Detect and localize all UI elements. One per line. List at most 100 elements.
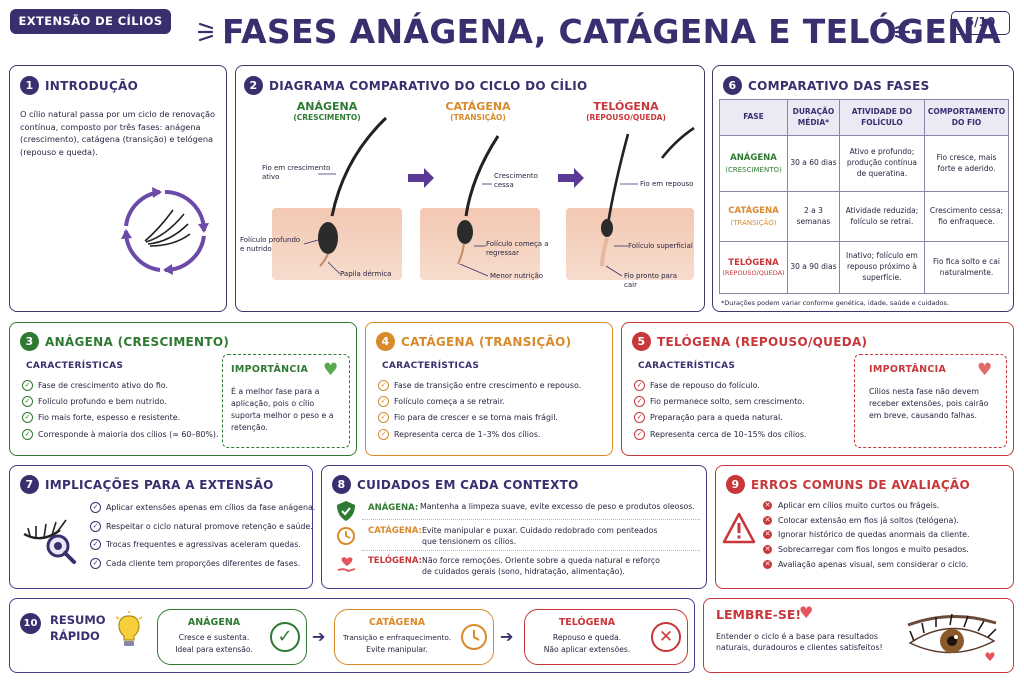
cuidados-title: CUIDADOS EM CADA CONTEXTO	[357, 477, 579, 492]
list-item: ✓Folículo profundo e bem nutrido.	[22, 396, 218, 408]
col-fase: FASE	[719, 99, 788, 136]
sparkle-left-icon	[197, 20, 216, 44]
implic-card: 7 IMPLICAÇÕES PARA A EXTENSÃO ✓Aplicar ex…	[9, 465, 315, 589]
section-number: 10	[20, 613, 41, 634]
section-number: 5	[632, 332, 651, 351]
section-number: 4	[376, 332, 395, 351]
compare-note: *Durações podem variar conforme genética…	[721, 299, 949, 307]
list-item: ✕Aplicar em cílios muito curtos ou fráge…	[762, 500, 970, 512]
erros-card: 9 ERROS COMUNS DE AVALIAÇÃO ✕Aplicar em c…	[715, 465, 1014, 589]
label-menor-nutricao: Menor nutrição	[490, 272, 544, 280]
list-item: ✓Cada cliente tem proporções diferentes …	[90, 558, 315, 570]
list-item: ✓Preparação para a queda natural.	[634, 412, 807, 424]
label-foliculo-profundo: Folículo profundo e nutrido	[240, 236, 301, 254]
list-item: ✓Folículo começa a se retrair.	[378, 396, 581, 408]
resumo-pill-catagena: CATÁGENA Transição e enfraquecimento. Ev…	[334, 609, 494, 665]
warning-icon	[722, 512, 756, 544]
page-title: FASES ANÁGENA, CATÁGENA E TELÓGENA	[222, 12, 1001, 51]
section-number: 9	[726, 475, 745, 494]
section-number: 2	[244, 76, 263, 95]
section-number: 1	[20, 76, 39, 95]
sparkle-right-icon	[892, 20, 911, 44]
label-foliculo-superficial: Folículo superficial	[628, 242, 693, 250]
arrow-right-icon: ➔	[500, 627, 514, 646]
anagena-importance: IMPORTÂNCIA ♥ É a melhor fase para a apl…	[222, 354, 350, 448]
anagena-subtitle: CARACTERÍSTICAS	[26, 361, 124, 371]
cuidados-key-anagena: ANÁGENA:	[368, 503, 419, 513]
cycle-icon	[118, 184, 213, 279]
section-number: 7	[20, 475, 39, 494]
compare-title: COMPARATIVO DAS FASES	[748, 78, 930, 93]
hair-illustrations	[303, 116, 695, 277]
label-fio-pronto: Fio pronto para cair	[624, 272, 678, 290]
phase-catagena-label: CATÁGENA (TRANSIÇÃO)	[445, 100, 511, 122]
lightbulb-icon	[114, 611, 144, 649]
compare-card: 6 COMPARATIVO DAS FASES FASE DURAÇÃO MÉDI…	[712, 65, 1014, 312]
list-item: ✓Fase de repouso do folículo.	[634, 380, 807, 392]
cuidados-val-catagena: Evite manipular e puxar. Cuidado redobra…	[422, 526, 658, 547]
section-number: 8	[332, 475, 351, 494]
label-fio-repouso: Fio em repouso	[640, 180, 694, 188]
telogena-list: ✓Fase de repouso do folículo. ✓Fio perma…	[634, 380, 807, 446]
check-icon: ✓	[270, 622, 300, 652]
telogena-title: TELÓGENA (REPOUSO/QUEDA)	[657, 334, 868, 349]
list-item: ✓Fio permanece solto, sem crescimento.	[634, 396, 807, 408]
diagram-title: DIAGRAMA COMPARATIVO DO CICLO DO CÍLIO	[269, 78, 588, 93]
list-item: ✓Representa cerca de 1–3% dos cílios.	[378, 428, 581, 441]
catagena-subtitle: CARACTERÍSTICAS	[382, 361, 480, 371]
category-badge: EXTENSÃO DE CÍLIOS	[10, 9, 171, 34]
list-item: ✓Fio mais forte, espesso e resistente.	[22, 412, 218, 424]
telogena-subtitle: CARACTERÍSTICAS	[638, 361, 736, 371]
page-number: 5/10	[951, 11, 1010, 35]
table-row: TELÓGENA(REPOUSO/QUEDA) 30 a 90 dias Ina…	[719, 241, 1009, 294]
list-item: ✓Respeitar o ciclo natural promove reten…	[90, 520, 315, 533]
col-atividade: ATIVIDADE DO FOLÍCULO	[838, 99, 926, 136]
skin-catagena	[420, 208, 540, 280]
col-comportamento: COMPORTAMENTO DO FIO	[924, 99, 1009, 136]
lash-magnifier-icon	[20, 504, 84, 568]
list-item: ✕Ignorar histórico de quedas anormais da…	[762, 529, 970, 541]
cuidados-key-telogena: TELÓGENA:	[368, 556, 422, 566]
table-row: ANÁGENA(CRESCIMENTO) 30 a 60 dias Ativo …	[719, 135, 1009, 192]
list-item: ✓Corresponde à maioria dos cílios (≈ 60–…	[22, 428, 218, 441]
lembre-text: Entender o ciclo é a base para resultado…	[716, 632, 883, 653]
clock-icon	[336, 526, 356, 546]
catagena-card: 4 CATÁGENA (TRANSIÇÃO) CARACTERÍSTICAS ✓F…	[365, 322, 613, 456]
resumo-pill-telogena: TELÓGENA Repouso e queda. Não aplicar ex…	[524, 609, 688, 665]
list-item: ✕Avaliação apenas visual, sem considerar…	[762, 558, 970, 571]
implic-title: IMPLICAÇÕES PARA A EXTENSÃO	[45, 477, 274, 492]
label-crescimento-cessa: Crescimento cessa	[494, 172, 538, 190]
catagena-list: ✓Fase de transição entre crescimento e r…	[378, 380, 581, 446]
section-number: 6	[723, 76, 742, 95]
heart-hand-icon	[336, 554, 358, 576]
cuidados-val-telogena: Não force remoções. Oriente sobre a qued…	[422, 556, 660, 577]
section-number: 3	[20, 332, 39, 351]
list-item: ✓Trocas frequentes e agressivas aceleram…	[90, 539, 315, 551]
telogena-importance: IMPORTÂNCIA ♥ Cílios nesta fase não deve…	[854, 354, 1007, 448]
catagena-title: CATÁGENA (TRANSIÇÃO)	[401, 334, 572, 349]
label-foliculo-regressar: Folículo começa a regressar	[486, 240, 549, 258]
shield-icon	[336, 500, 356, 522]
intro-title: INTRODUÇÃO	[45, 78, 139, 93]
col-duracao: DURAÇÃO MÉDIA*	[786, 99, 840, 136]
list-item: ✕Colocar extensão em fios já soltos (tel…	[762, 514, 970, 527]
compare-table: FASE DURAÇÃO MÉDIA* ATIVIDADE DO FOLÍCUL…	[719, 99, 1009, 294]
label-papila: Papila dérmica	[340, 270, 392, 278]
x-icon: ✕	[651, 622, 681, 652]
list-item: ✓Fase de crescimento ativo do fio.	[22, 380, 218, 392]
intro-card: 1 INTRODUÇÃO O cílio natural passa por um…	[9, 65, 227, 312]
heart-red-icon: ♥	[977, 360, 993, 380]
lembre-title: LEMBRE-SE!	[716, 607, 802, 622]
implic-list: ✓Aplicar extensões apenas em cílios da f…	[90, 502, 315, 578]
erros-title: ERROS COMUNS DE AVALIAÇÃO	[751, 477, 971, 492]
resumo-pill-anagena: ANÁGENA Cresce e sustenta. Ideal para ex…	[157, 609, 307, 665]
intro-text: O cílio natural passa por um ciclo de re…	[20, 109, 215, 158]
phase-telogena-label: TELÓGENA (REPOUSO/QUEDA)	[586, 100, 666, 122]
heart-green-icon: ♥	[323, 360, 339, 380]
label-fio-crescimento: Fio em crescimento ativo	[262, 164, 331, 182]
